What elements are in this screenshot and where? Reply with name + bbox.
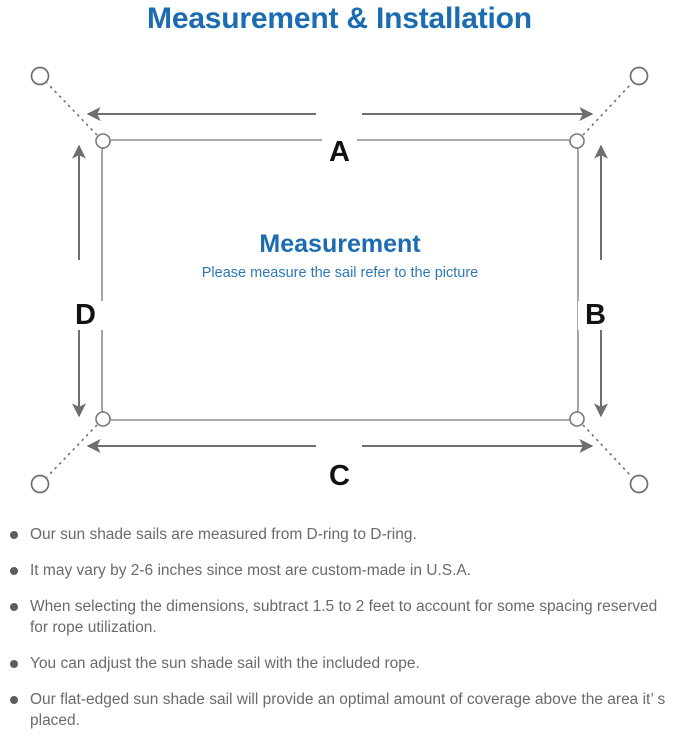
bullet-icon — [10, 660, 18, 668]
dimension-label-b: B — [578, 301, 613, 330]
dimension-label-a: A — [322, 138, 357, 167]
list-item: Our sun shade sails are measured from D-… — [0, 524, 679, 545]
bullet-icon — [10, 531, 18, 539]
note-text: Our flat-edged sun shade sail will provi… — [30, 691, 666, 729]
d-ring-bottom-left — [95, 411, 111, 427]
notes-list: Our sun shade sails are measured from D-… — [0, 524, 679, 746]
diagram-center-subtitle: Please measure the sail refer to the pic… — [201, 265, 479, 281]
note-text: Our sun shade sails are measured from D-… — [30, 526, 417, 543]
d-ring-bottom-right — [569, 411, 585, 427]
rope-bottom-left — [46, 424, 98, 478]
bullet-icon — [10, 603, 18, 611]
rope-top-right — [582, 82, 633, 136]
diagram-center-caption: Measurement Please measure the sail refe… — [112, 229, 568, 283]
list-item: When selecting the dimensions, subtract … — [0, 596, 679, 638]
rope-top-left — [46, 82, 98, 136]
dimension-label-d: D — [68, 301, 103, 330]
list-item: You can adjust the sun shade sail with t… — [0, 653, 679, 674]
sail-measurement-diagram: A B C D Measurement Please measure the s… — [0, 44, 679, 514]
note-text: You can adjust the sun shade sail with t… — [30, 655, 420, 672]
rope-bottom-right — [582, 424, 633, 478]
bullet-icon — [10, 696, 18, 704]
note-text: It may vary by 2-6 inches since most are… — [30, 562, 472, 579]
bullet-icon — [10, 567, 18, 575]
dimension-label-c: C — [322, 462, 357, 491]
anchor-ring-top-right — [629, 66, 649, 86]
d-ring-top-left — [95, 133, 111, 149]
anchor-ring-bottom-right — [629, 474, 649, 494]
list-item: It may vary by 2-6 inches since most are… — [0, 560, 679, 581]
d-ring-top-right — [569, 133, 585, 149]
anchor-ring-bottom-left — [30, 474, 50, 494]
diagram-svg — [30, 66, 649, 494]
diagram-center-title: Measurement — [259, 230, 421, 258]
note-text: When selecting the dimensions, subtract … — [30, 598, 658, 636]
anchor-ring-top-left — [30, 66, 50, 86]
page-title: Measurement & Installation — [147, 2, 532, 35]
list-item: Our flat-edged sun shade sail will provi… — [0, 689, 679, 731]
